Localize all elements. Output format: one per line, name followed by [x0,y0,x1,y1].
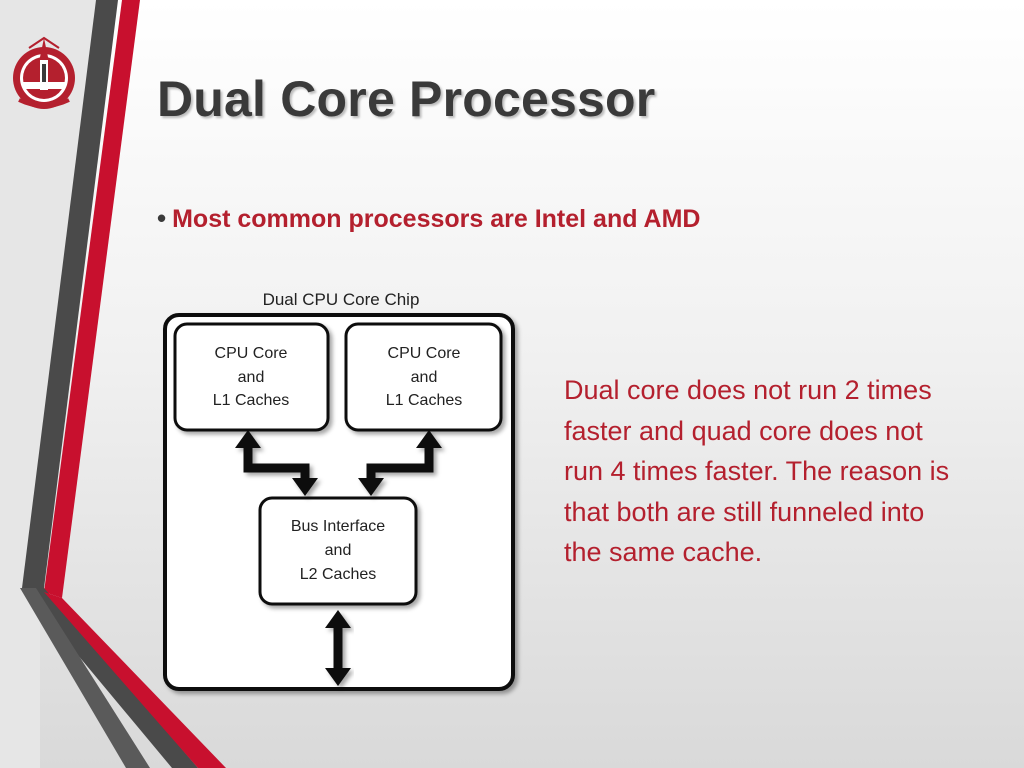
left-core-bus-arrow [235,430,318,496]
bullet-item: • Most common processors are Intel and A… [157,205,700,234]
core-left-line2: and [238,369,265,386]
decorative-stripes [0,0,226,768]
university-seal-logo [13,36,75,109]
core-right-line2: and [411,369,438,386]
core-left-line1: CPU Core [215,345,288,362]
bus-interface-box: Bus Interface and L2 Caches [258,496,418,606]
bus-line2: and [325,542,352,559]
right-core-bus-arrow [358,430,442,496]
diagram-title: Dual CPU Core Chip [263,290,420,309]
cpu-core-left-box: CPU Core and L1 Caches [173,322,330,432]
dual-core-chip-diagram: Dual CPU Core Chip CPU Core and L1 Cache… [163,290,515,691]
slide-title: Dual Core Processor [157,71,656,127]
core-right-line1: CPU Core [388,345,461,362]
bullet-text: Most common processors are Intel and AMD [172,205,701,233]
cpu-core-right-box: CPU Core and L1 Caches [344,322,503,432]
bus-line3: L2 Caches [300,566,377,583]
bullet-dot-icon: • [157,203,167,233]
core-right-line3: L1 Caches [386,392,463,409]
bus-line1: Bus Interface [291,518,385,535]
explanation-text: Dual core does not run 2 times faster an… [564,375,950,567]
core-left-line3: L1 Caches [213,392,290,409]
external-bus-arrow [325,610,351,686]
